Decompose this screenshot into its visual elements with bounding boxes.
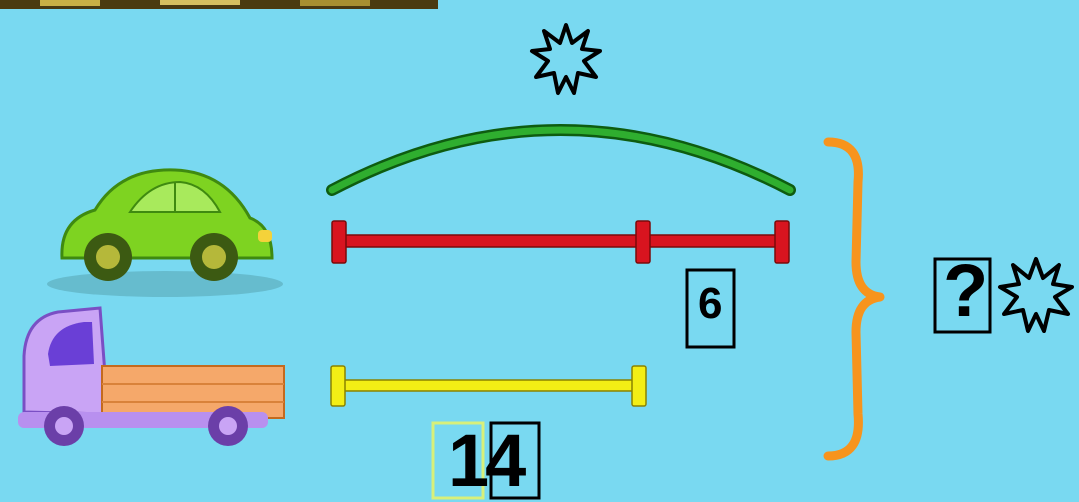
sum-brace [828, 142, 880, 456]
car-icon [47, 170, 283, 297]
answer-question-mark: ? [943, 254, 988, 328]
sun-outline-icon [532, 25, 600, 93]
truck-icon [18, 308, 284, 446]
truck-value-label: 14 [448, 424, 522, 498]
truck-bar [331, 366, 646, 406]
sun-outline-icon [1000, 259, 1072, 331]
difference-label: 6 [698, 282, 722, 326]
photo-strip [0, 0, 438, 9]
car-bar [332, 221, 789, 263]
